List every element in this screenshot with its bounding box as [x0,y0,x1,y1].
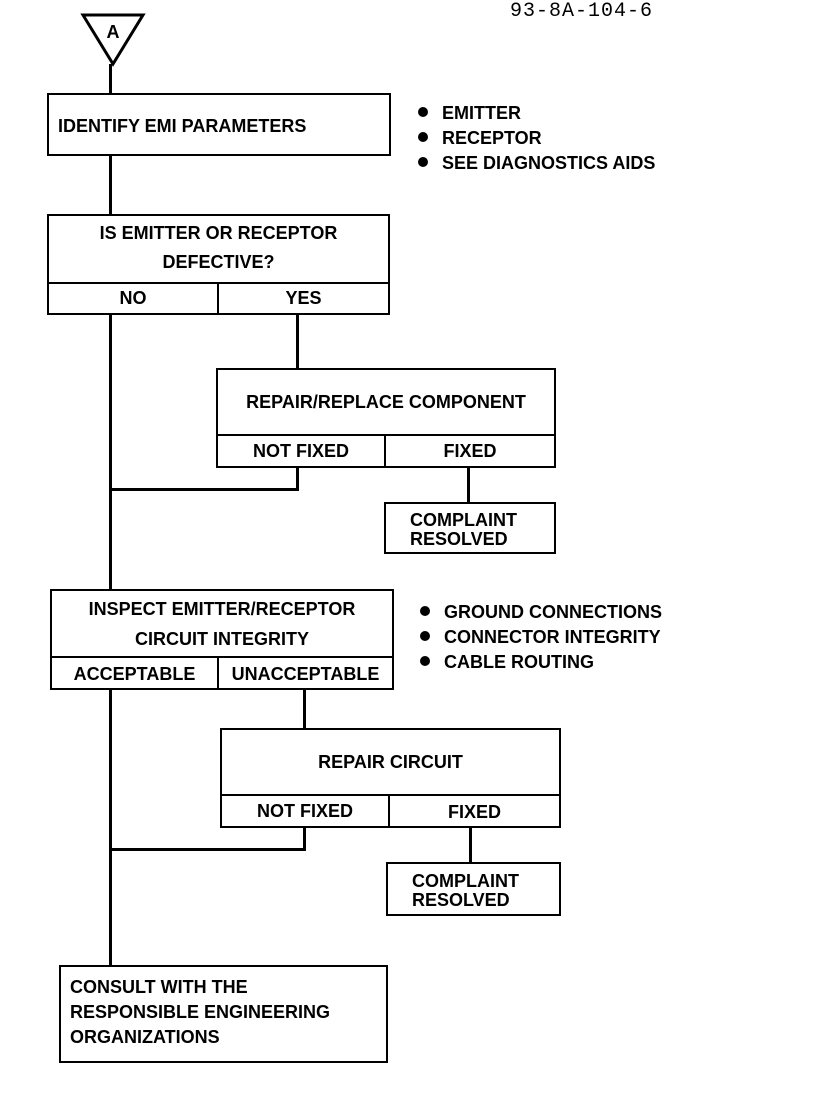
inspect-circuit-question: INSPECT EMITTER/RECEPTOR CIRCUIT INTEGRI… [88,599,356,649]
flow-line [109,689,112,967]
repair-component-text: REPAIR/REPLACE COMPONENT [246,392,526,412]
note-item: RECEPTOR [418,126,655,151]
consult-engineering-text: CONSULT WITH THE RESPONSIBLE ENGINEERING… [70,977,331,1047]
flow-line [109,64,112,94]
bullet-icon [420,606,430,617]
flow-line [109,488,299,491]
identify-emi-box: IDENTIFY EMI PARAMETERS [47,93,391,156]
decision-question: IS EMITTER OR RECEPTOR DEFECTIVE? [99,223,338,272]
not-fixed-option: NOT FIXED [222,794,390,826]
acceptable-option: ACCEPTABLE [52,656,219,688]
flow-line [296,467,299,490]
bullet-icon [420,631,430,642]
flow-line [467,467,470,502]
flow-line [109,156,112,214]
note-item: CONNECTOR INTEGRITY [420,625,662,650]
repair-circuit-box: REPAIR CIRCUIT NOT FIXED FIXED [220,728,561,828]
unacceptable-option: UNACCEPTABLE [219,656,392,688]
bullet-icon [418,132,428,143]
complaint-resolved-box: COMPLAINT RESOLVED [384,502,556,554]
identify-emi-text: IDENTIFY EMI PARAMETERS [58,116,307,136]
inspect-circuit-box: INSPECT EMITTER/RECEPTOR CIRCUIT INTEGRI… [50,589,394,690]
complaint-resolved-text: COMPLAINT RESOLVED [410,510,517,549]
connector-label: A [107,22,120,42]
repair-component-box: REPAIR/REPLACE COMPONENT NOT FIXED FIXED [216,368,556,468]
bullet-icon [420,656,430,667]
fixed-option: FIXED [390,794,559,826]
note-item: CABLE ROUTING [420,650,662,675]
figure-reference: 93-8A-104-6 [510,0,654,23]
circuit-inspection-notes: GROUND CONNECTIONS CONNECTOR INTEGRITY C… [420,600,662,675]
flow-line [303,689,306,729]
bullet-icon [418,107,428,118]
flow-line [303,827,306,851]
off-page-connector: A [80,13,146,67]
repair-circuit-text: REPAIR CIRCUIT [318,752,463,772]
complaint-resolved-box: COMPLAINT RESOLVED [386,862,561,916]
complaint-resolved-text: COMPLAINT RESOLVED [412,871,519,910]
emi-parameter-notes: EMITTER RECEPTOR SEE DIAGNOSTICS AIDS [418,101,655,176]
fixed-option: FIXED [386,434,554,466]
note-item: SEE DIAGNOSTICS AIDS [418,151,655,176]
flow-line [109,314,112,590]
note-item: EMITTER [418,101,655,126]
no-option: NO [49,282,219,313]
flow-line [109,848,306,851]
bullet-icon [418,157,428,168]
note-item: GROUND CONNECTIONS [420,600,662,625]
consult-engineering-box: CONSULT WITH THE RESPONSIBLE ENGINEERING… [59,965,388,1063]
flow-line [469,827,472,863]
not-fixed-option: NOT FIXED [218,434,386,466]
flow-line [296,314,299,368]
defective-decision-box: IS EMITTER OR RECEPTOR DEFECTIVE? NO YES [47,214,390,315]
yes-option: YES [219,282,388,313]
